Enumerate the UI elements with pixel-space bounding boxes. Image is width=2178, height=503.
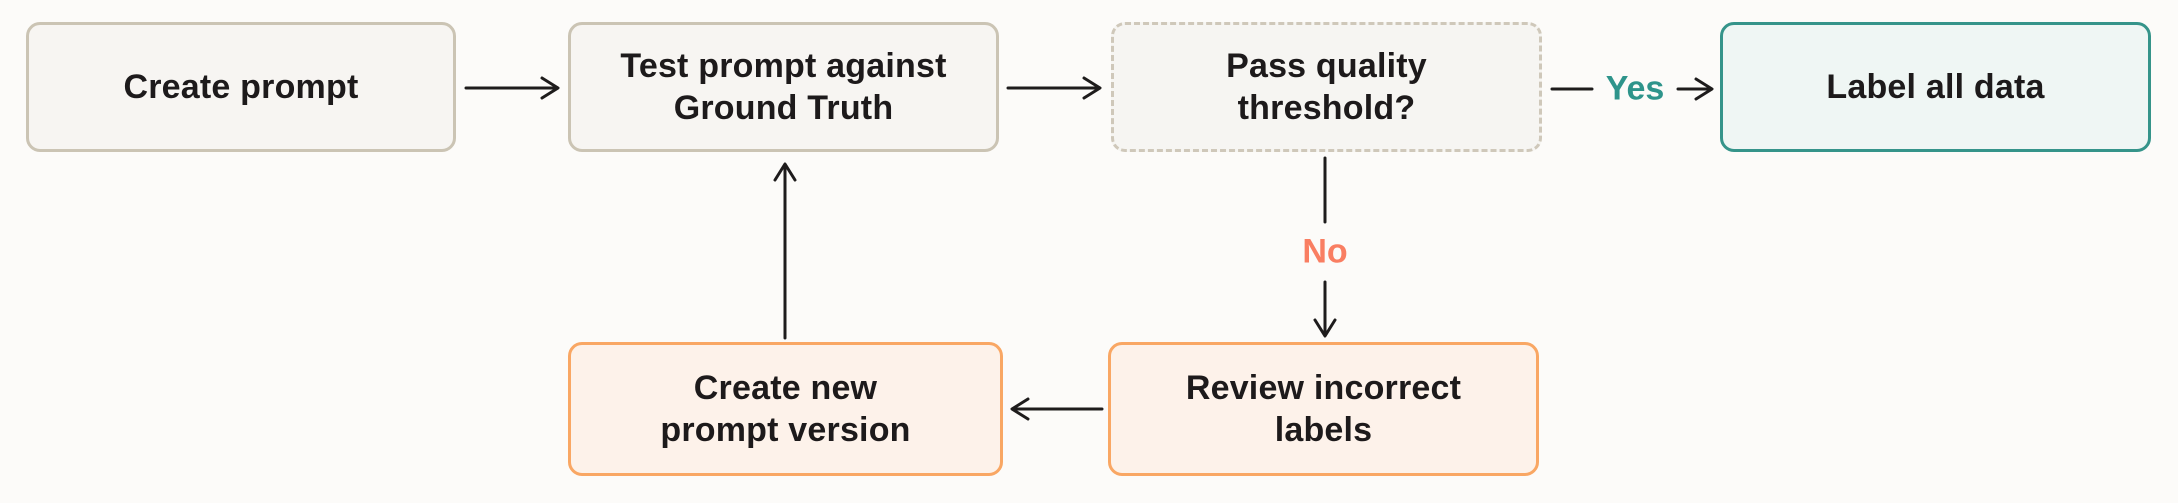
edge-label-no: No [1302, 232, 1348, 271]
arrow-review-to-create-new [1010, 397, 1104, 421]
node-create-prompt: Create prompt [26, 22, 456, 152]
arrow-create-to-test [464, 76, 560, 100]
arrow-create-new-to-test [773, 162, 797, 340]
node-create-new-prompt-version: Create new prompt version [568, 342, 1003, 476]
arrow-test-to-threshold [1006, 76, 1102, 100]
node-label-all-data: Label all data [1720, 22, 2151, 152]
node-label-all-data-label: Label all data [1826, 67, 2045, 106]
node-review-incorrect-labels-label: Review incorrect labels [1185, 368, 1462, 450]
node-create-prompt-label: Create prompt [123, 67, 359, 106]
node-pass-quality-threshold: Pass quality threshold? [1111, 22, 1542, 152]
node-pass-quality-threshold-label: Pass quality threshold? [1226, 46, 1427, 128]
edge-label-yes: Yes [1605, 69, 1665, 108]
node-test-prompt-label: Test prompt against Ground Truth [620, 46, 947, 128]
node-create-new-prompt-version-label: Create new prompt version [660, 368, 911, 450]
node-review-incorrect-labels: Review incorrect labels [1108, 342, 1539, 476]
node-test-prompt-against-ground-truth: Test prompt against Ground Truth [568, 22, 999, 152]
